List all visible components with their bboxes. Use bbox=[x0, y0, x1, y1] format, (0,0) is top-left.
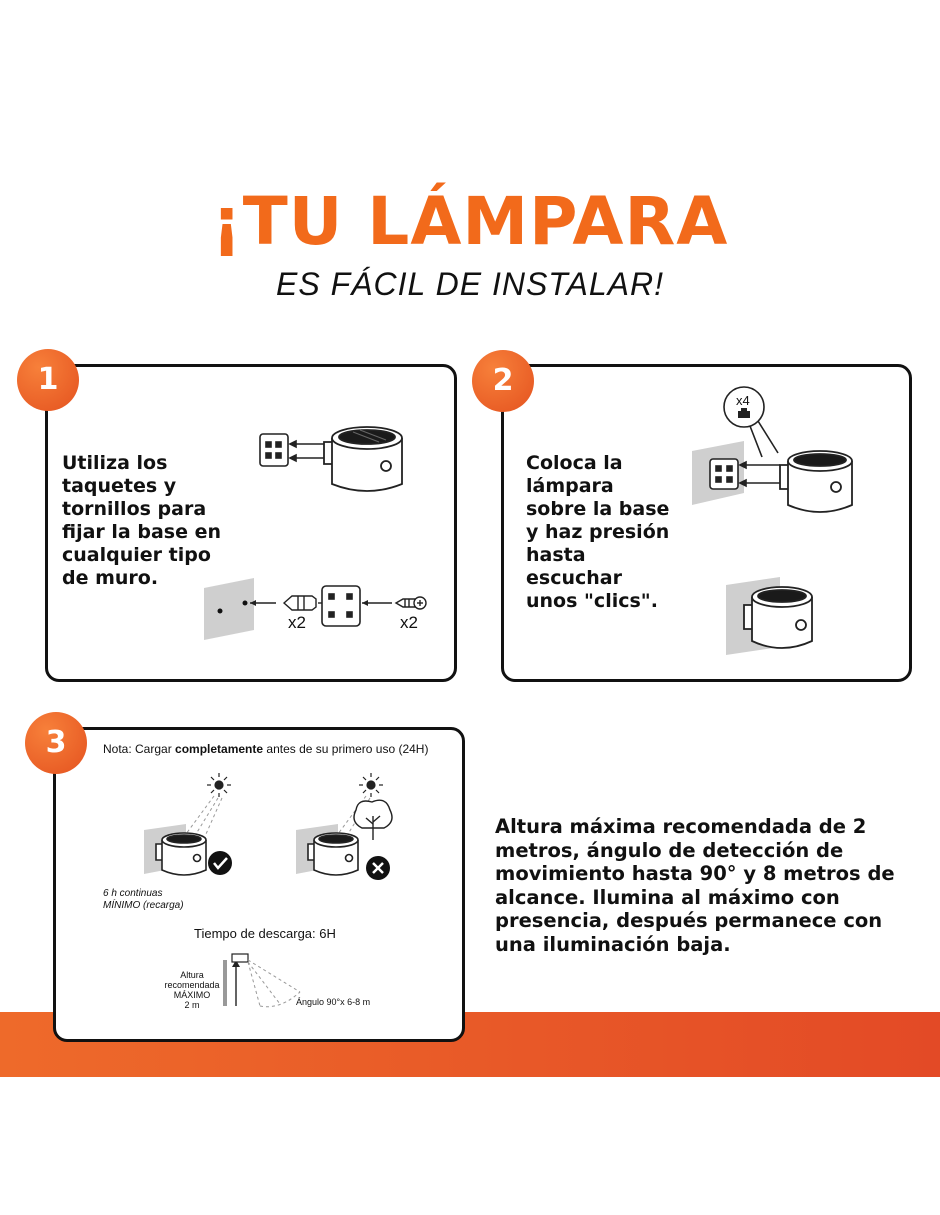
height-label: Altura recomendada MÁXIMO 2 m bbox=[164, 970, 220, 1010]
step-2-illustration: x4 bbox=[692, 386, 853, 655]
mounting-plate-icon bbox=[259, 433, 326, 467]
screw-icon bbox=[394, 596, 427, 610]
step-1-badge: 1 bbox=[17, 349, 79, 411]
step-3-panel bbox=[53, 727, 465, 1042]
lamp-icon bbox=[155, 832, 207, 876]
step-3-illustration bbox=[144, 773, 393, 1008]
lamp-icon bbox=[779, 450, 853, 513]
anchors-quantity: x2 bbox=[288, 613, 306, 632]
wall-anchor-icon bbox=[282, 595, 317, 611]
angle-label: Ángulo 90°x 6-8 m bbox=[296, 997, 371, 1007]
base-plate-icon bbox=[321, 585, 361, 627]
parts-quantity: x4 bbox=[736, 393, 750, 408]
discharge-time: Tiempo de descarga: 6H bbox=[194, 926, 336, 941]
check-icon bbox=[208, 851, 232, 875]
installed-lamp-icon bbox=[743, 586, 813, 649]
cross-icon bbox=[366, 856, 390, 880]
wall-icon bbox=[204, 578, 254, 640]
height-diagram bbox=[223, 953, 301, 1008]
sun-icon bbox=[359, 773, 383, 797]
mounting-plate-icon bbox=[709, 458, 780, 490]
sun-icon bbox=[207, 773, 231, 797]
step-1-text: Utiliza los taquetes y tornillos para fi… bbox=[62, 452, 221, 589]
charge-time-note: 6 h continuas MÍNIMO (recarga) bbox=[103, 888, 184, 911]
lamp-icon bbox=[307, 832, 359, 876]
callout-bubble bbox=[723, 386, 779, 458]
screws-quantity: x2 bbox=[400, 613, 418, 632]
charging-note: Nota: Cargar completamente antes de su p… bbox=[103, 742, 429, 756]
description-text: Altura máxima recomendada de 2 metros, á… bbox=[495, 815, 895, 956]
step-2-text: Coloca la lámpara sobre la base y haz pr… bbox=[526, 452, 670, 612]
page-subtitle: ES FÁCIL DE INSTALAR! bbox=[276, 266, 664, 302]
step-2-panel bbox=[501, 364, 912, 682]
step-3-badge: 3 bbox=[25, 712, 87, 774]
step-1-illustration bbox=[204, 426, 427, 640]
page-title: ¡TU LÁMPARA bbox=[211, 183, 729, 260]
step-2-badge: 2 bbox=[472, 350, 534, 412]
lamp-icon bbox=[323, 426, 403, 492]
tree-icon bbox=[353, 799, 393, 840]
